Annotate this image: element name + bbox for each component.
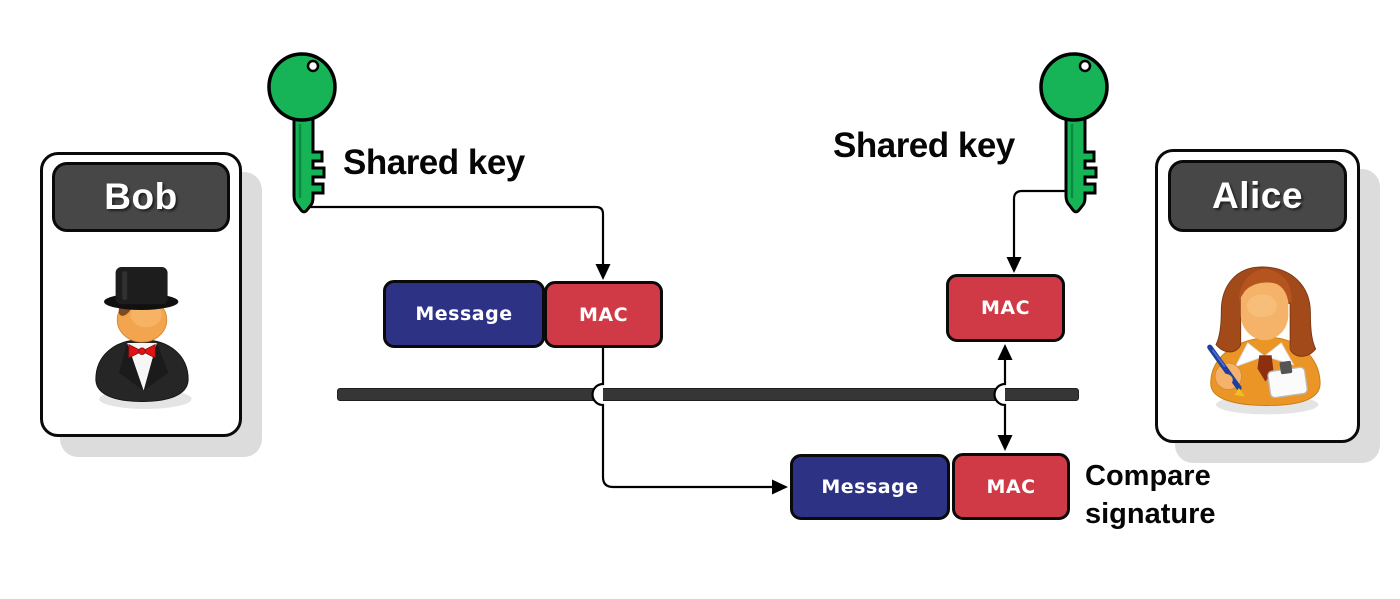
message-box-received: Message [790, 454, 950, 520]
shared-key-icon-left [265, 52, 343, 218]
alice-avatar-icon [1207, 266, 1321, 415]
mac-box-received-label: MAC [986, 475, 1036, 498]
alice-name: Alice [1212, 175, 1303, 216]
compare-signature-label: Compare signature [1085, 460, 1216, 531]
key-shape-left [269, 54, 335, 212]
bob-card: Bob [40, 152, 242, 437]
key-shape-right [1041, 54, 1107, 212]
mac-box-sender: MAC [544, 281, 663, 348]
mac-compare-arrowhead-down [997, 435, 1013, 451]
channel-bar [337, 388, 1079, 401]
sender-to-receiver-line [591, 348, 774, 489]
mac-box-receiver-computed: MAC [946, 274, 1065, 342]
bob-label: Bob [52, 162, 230, 232]
alice-label: Alice [1168, 160, 1347, 232]
mac-box-received: MAC [952, 453, 1070, 520]
bob-name: Bob [104, 176, 178, 217]
key-to-sender-mac-arrowhead [595, 264, 611, 280]
alice-card: Alice [1155, 149, 1360, 443]
sender-to-receiver-arrowhead [772, 479, 788, 495]
mac-box-receiver-label: MAC [980, 297, 1031, 319]
mac-box-sender-label: MAC [578, 303, 629, 326]
mac-compare-arrowhead-up [997, 344, 1013, 360]
message-box-sender-label: Message [415, 303, 513, 325]
shared-key-icon-right [1037, 52, 1115, 218]
bob-avatar-icon [95, 267, 192, 409]
shared-key-label-right: Shared key [833, 126, 1015, 165]
key-to-receiver-mac-arrowhead [1006, 257, 1022, 273]
key-to-sender-mac-line [310, 205, 605, 266]
message-box-sender: Message [383, 280, 545, 348]
shared-key-label-left: Shared key [343, 143, 525, 182]
message-box-received-label: Message [821, 476, 919, 498]
